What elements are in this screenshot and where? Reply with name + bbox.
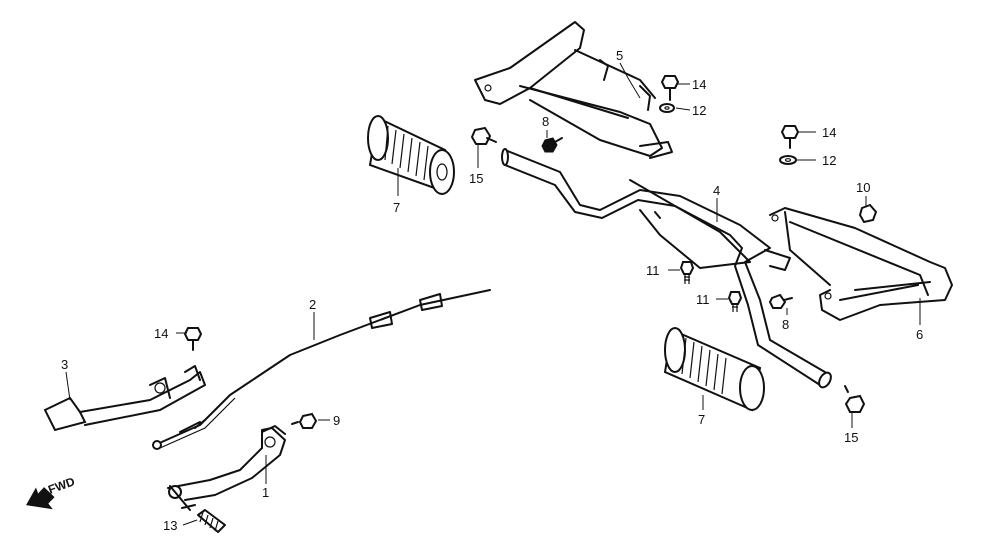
callout-5: 5 [616,48,623,63]
part-6-side-bracket [769,207,953,321]
callout-12-right: 12 [822,153,836,168]
part-7-footpeg-rubber-upper [367,115,455,195]
callout-14-left: 14 [154,326,168,341]
bolt-15-a [471,127,497,145]
nut-10 [858,203,878,224]
callout-10: 10 [856,180,870,195]
callout-14-top: 14 [692,77,706,92]
callout-12-top: 12 [692,103,706,118]
bolt-11-a [679,261,695,284]
part-7-footpeg-rubber-lower [663,327,765,412]
callout-2: 2 [309,297,316,312]
part-5-rear-bracket [474,21,673,159]
callout-13: 13 [163,518,177,533]
washer-12-b [779,155,797,165]
bolt-9 [291,412,318,429]
washer-12-a [659,103,675,113]
forward-direction-arrow: FWD [26,474,77,510]
callout-8-right: 8 [782,317,789,332]
callout-6: 6 [916,327,923,342]
part-4-footpeg-bar [501,148,832,389]
bolt-14-c [184,327,202,351]
callout-15-top: 15 [469,171,483,186]
callout-3: 3 [61,357,68,372]
part-13-spring [197,509,226,533]
callout-11-left: 11 [646,263,660,278]
callout-11-right: 11 [696,292,710,307]
callout-1: 1 [262,485,269,500]
bolt-15-b [844,385,866,413]
bolt-14-a [661,75,679,101]
bolt-8-b [768,293,793,309]
bolt-8-a [541,137,563,153]
part-2-cable [152,289,491,450]
part-3-lever [43,365,206,432]
bolt-14-b [781,125,799,149]
callout-7-bottom: 7 [698,412,705,427]
callout-9: 9 [333,413,340,428]
part-1-pedal-arm [167,425,286,511]
fwd-label: FWD [46,474,77,497]
bolt-11-b [727,291,743,312]
leader-lines [65,62,921,526]
callout-4: 4 [713,183,720,198]
callout-8-top: 8 [542,114,549,129]
callout-14-right: 14 [822,125,836,140]
callout-7-top: 7 [393,200,400,215]
callout-15-bottom: 15 [844,430,858,445]
